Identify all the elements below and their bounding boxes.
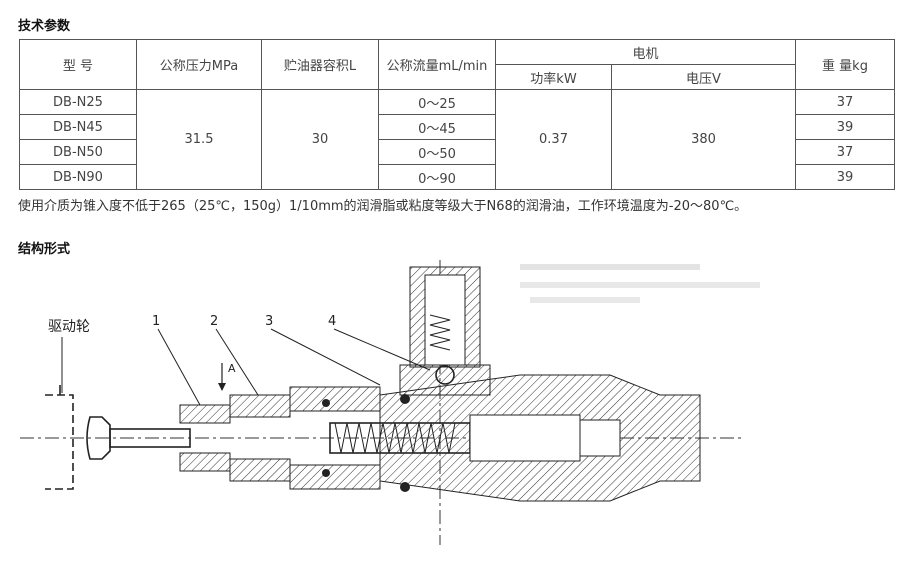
callout-3: 3 <box>265 314 273 329</box>
housing-part-3-top <box>289 386 381 412</box>
o-ring-bottom <box>400 482 410 492</box>
header-volume: 贮油器容积L <box>261 39 379 90</box>
spec-table: 型 号 公称压力MPa 贮油器容积L 公称流量mL/min 电机 重 量kg 功… <box>19 39 896 190</box>
callout-2: 2 <box>210 314 218 329</box>
cell-weight: 39 <box>795 164 896 190</box>
table-row: DB-N50 0～50 37 <box>19 139 896 165</box>
cell-flow: 0～50 <box>378 139 496 165</box>
bore-end <box>579 419 621 457</box>
housing-part-1-top <box>179 404 231 424</box>
table-row: DB-N45 0～45 39 <box>19 114 896 140</box>
housing-part-3-bottom <box>289 464 381 490</box>
drive-wheel-label: 驱动轮 <box>48 319 90 335</box>
cell-voltage: 380 <box>610 89 797 190</box>
table-row: DB-N90 0～90 39 <box>19 164 896 190</box>
o-ring-small-bottom <box>322 469 330 477</box>
cell-flow: 0～45 <box>378 114 496 140</box>
cell-flow: 0～25 <box>378 89 496 115</box>
cell-model: DB-N25 <box>19 89 137 115</box>
o-ring-top <box>400 394 410 404</box>
table-row: DB-N25 31.5 30 0～25 0.37 380 37 <box>19 89 896 190</box>
callout-1: 1 <box>152 314 160 329</box>
callout-4: 4 <box>328 314 336 329</box>
cell-model: DB-N50 <box>19 139 137 165</box>
cell-flow: 0～90 <box>378 164 496 190</box>
housing-part-1-bottom <box>179 452 231 472</box>
cell-weight: 37 <box>795 139 896 165</box>
cell-volume: 30 <box>261 89 379 190</box>
header-weight: 重 量kg <box>795 39 896 90</box>
cell-weight: 39 <box>795 114 896 140</box>
usage-note: 使用介质为锥入度不低于265（25℃，150g）1/10mm的润滑脂或粘度等级大… <box>18 199 748 214</box>
plunger-rod <box>109 428 191 448</box>
cell-power: 0.37 <box>495 89 612 190</box>
header-power: 功率kW <box>495 64 612 90</box>
main-bore <box>469 414 581 462</box>
housing-part-2-bottom <box>229 458 291 482</box>
header-model: 型 号 <box>19 39 137 90</box>
cell-model: DB-N90 <box>19 164 137 190</box>
cell-weight: 37 <box>795 89 896 115</box>
header-pressure: 公称压力MPa <box>136 39 262 90</box>
o-ring-small-top <box>322 399 330 407</box>
header-voltage: 电压V <box>610 64 797 90</box>
section-title-specs: 技术参数 <box>18 19 71 34</box>
cell-model: DB-N45 <box>19 114 137 140</box>
section-title-structure: 结构形式 <box>18 242 71 257</box>
view-label: A <box>228 362 236 375</box>
header-motor: 电机 <box>494 39 797 65</box>
valve-seat-block <box>399 364 491 396</box>
housing-part-2-top <box>229 394 291 418</box>
header-flow: 公称流量mL/min <box>378 39 496 90</box>
check-valve-bore <box>424 274 466 366</box>
drive-wheel-outline <box>45 394 74 490</box>
structure-diagram: 驱动轮 A 1 2 3 4 <box>20 260 760 545</box>
cell-pressure: 31.5 <box>136 89 262 190</box>
valve-spring <box>429 314 451 351</box>
